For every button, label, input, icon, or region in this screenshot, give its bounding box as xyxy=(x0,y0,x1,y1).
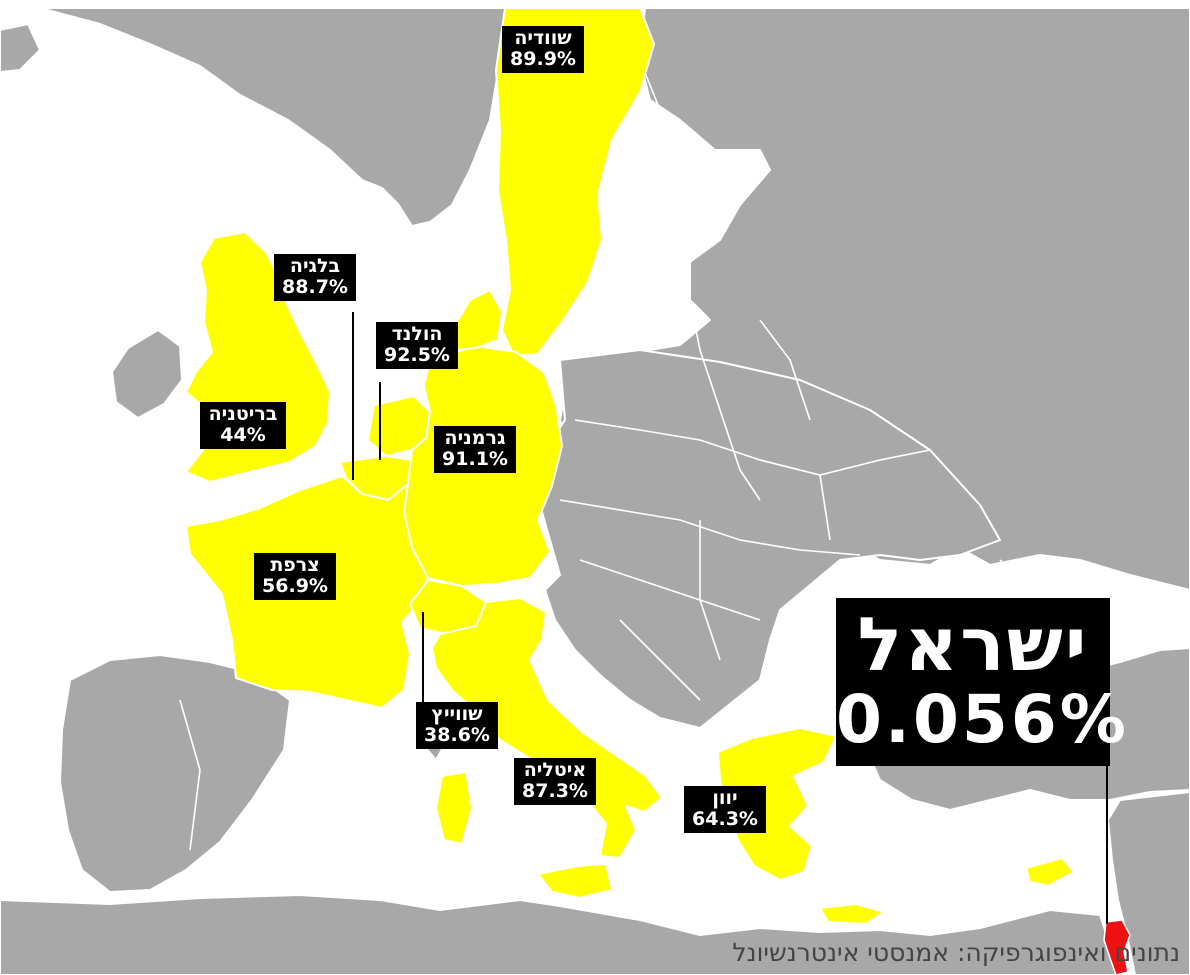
label-sweden: שוודיה 89.9% xyxy=(502,26,584,73)
label-germany-value: 91.1% xyxy=(442,448,508,471)
land-north-africa xyxy=(0,894,1121,975)
label-belgium-name: בלגיה xyxy=(289,255,341,277)
label-france: צרפת 56.9% xyxy=(254,553,336,600)
label-netherlands-name: הולנד xyxy=(391,323,443,345)
label-germany: גרמניה 91.1% xyxy=(434,426,516,473)
source-credit: נתונים ואינפוגרפיקה: אמנסטי אינטרנשיונל xyxy=(732,938,1180,967)
land-iceland-edge xyxy=(0,23,41,73)
label-switzerland: שווייץ 38.6% xyxy=(416,702,498,749)
label-greece: יוון 64.3% xyxy=(684,786,766,833)
leader-line-belgium xyxy=(352,312,354,480)
country-sicily xyxy=(537,863,613,899)
country-denmark xyxy=(451,289,503,351)
label-uk: בריטניה 44% xyxy=(200,402,286,449)
label-greece-name: יוון xyxy=(712,787,738,809)
country-sweden xyxy=(495,7,655,357)
leader-line-israel xyxy=(1106,764,1108,924)
label-switzerland-value: 38.6% xyxy=(424,724,490,747)
leader-line-netherlands xyxy=(379,382,381,460)
label-italy-value: 87.3% xyxy=(522,780,588,803)
label-netherlands-value: 92.5% xyxy=(384,344,450,367)
label-italy: איטליה 87.3% xyxy=(514,758,596,805)
land-norway-finland xyxy=(39,7,509,227)
country-israel xyxy=(1103,919,1131,975)
land-iberia xyxy=(59,654,291,893)
label-israel-value: 0.056% xyxy=(836,681,1129,758)
label-belgium-value: 88.7% xyxy=(282,276,348,299)
country-cyprus xyxy=(1025,857,1075,887)
label-israel: ישראל 0.056% xyxy=(836,598,1129,766)
label-uk-value: 44% xyxy=(220,424,266,447)
label-france-value: 56.9% xyxy=(262,575,328,598)
label-sweden-value: 89.9% xyxy=(510,48,576,71)
label-netherlands: הולנד 92.5% xyxy=(376,322,458,369)
label-switzerland-name: שווייץ xyxy=(431,703,483,725)
label-germany-name: גרמניה xyxy=(444,427,506,449)
label-greece-value: 64.3% xyxy=(692,808,758,831)
leader-line-switzerland xyxy=(422,612,424,704)
label-italy-name: איטליה xyxy=(523,759,587,781)
label-sweden-name: שוודיה xyxy=(514,27,572,49)
country-sardinia xyxy=(435,771,473,845)
label-uk-name: בריטניה xyxy=(208,403,278,425)
label-belgium: בלגיה 88.7% xyxy=(274,254,356,301)
land-ireland xyxy=(111,329,183,419)
label-israel-name: ישראל xyxy=(857,602,1089,688)
country-crete xyxy=(819,903,885,925)
label-france-name: צרפת xyxy=(270,554,320,576)
